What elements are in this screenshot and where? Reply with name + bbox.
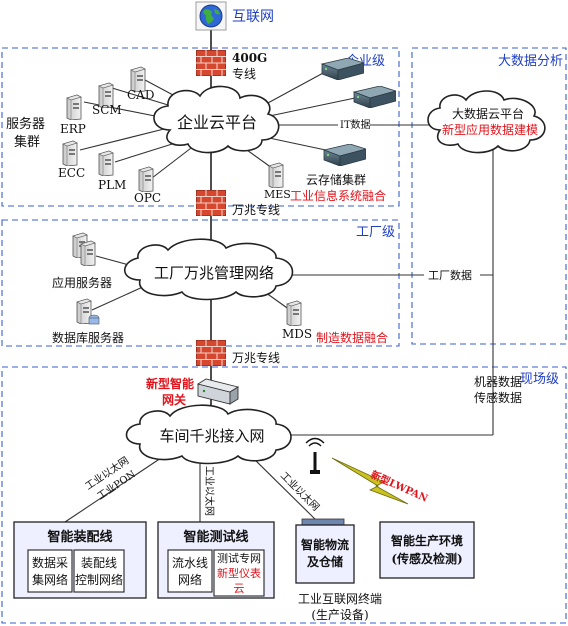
- cloud-storage-label: 云存储集群: [306, 172, 366, 187]
- firewall-icon: [196, 340, 226, 366]
- wire-label-ethernet-2: 工业以太网: [203, 466, 216, 516]
- rack-server-icon: [321, 58, 364, 80]
- assembly-box-data-line1: 数据采: [32, 555, 68, 570]
- factory-cloud-label: 工厂万兆管理网络: [154, 264, 274, 282]
- bigdata-zone: [411, 47, 567, 345]
- field-level-label: 现场级: [520, 372, 559, 387]
- gateway-label-2: 网关: [162, 392, 186, 407]
- enterprise-cloud: 企业云平台: [153, 85, 280, 154]
- server-group-label-1: 服务器: [6, 116, 45, 132]
- test-line-panel: 智能测试线 流水线 网络 测试专网 新型仪表 云: [157, 521, 275, 599]
- sensor-data-label: 传感数据: [474, 390, 522, 405]
- wire-assembly: [64, 451, 171, 523]
- logistics-label-1: 智能物流: [300, 537, 349, 552]
- workshop-cloud-label: 车间千兆接入网: [159, 427, 264, 445]
- gateway-label-1: 新型智能: [146, 376, 194, 391]
- server-icon: [268, 162, 284, 188]
- rack-server-icon: [323, 144, 366, 166]
- spoke-ecc: [79, 127, 169, 151]
- server-icon: [286, 300, 302, 326]
- test-box-network-line1: 测试专网: [217, 551, 261, 565]
- test-line-title: 智能测试线: [183, 529, 248, 545]
- assembly-line-title: 智能装配线: [47, 529, 112, 545]
- factory-level-label: 工厂级: [356, 225, 395, 240]
- enterprise-fusion-label: 工业信息系统融合: [290, 188, 386, 203]
- assembly-box-control-line1: 装配线: [81, 556, 117, 570]
- server-icon: [138, 166, 154, 192]
- machine-data-label: 机器数据: [474, 374, 522, 389]
- test-box-network: [213, 549, 265, 597]
- wire-label-ethernet-3: 工业以太网: [278, 469, 323, 514]
- db-server-label: 数据库服务器: [52, 330, 124, 345]
- factory-cloud: 工厂万兆管理网络: [123, 238, 294, 301]
- test-box-network-line3: 云: [234, 582, 245, 595]
- environment-panel: 智能生产环境 (传感及检测): [379, 521, 475, 579]
- app-server-label: 应用服务器: [52, 275, 112, 290]
- environment-label-2: (传感及检测): [391, 551, 462, 566]
- spoke-opc: [151, 144, 196, 179]
- db-server-icon: [76, 298, 100, 325]
- server-label-opc: OPC: [134, 191, 161, 205]
- test-box-network-line2: 新型仪表: [217, 566, 261, 580]
- bigdata-cloud: 大数据云平台 新型应用数据建模: [427, 90, 546, 154]
- spoke-storage-2: [259, 97, 356, 119]
- bigdata-modeling-label: 新型应用数据建模: [442, 122, 538, 137]
- factory-data-label: 工厂数据: [428, 268, 472, 282]
- lightning-icon: [331, 457, 409, 505]
- test-box-pipeline-line1: 流水线: [172, 556, 208, 570]
- assembly-line-panel: 智能装配线 数据采 集网络 装配线 控制网络: [13, 521, 147, 599]
- server-label-cad: CAD: [127, 88, 154, 102]
- server-label-erp: ERP: [60, 122, 86, 136]
- globe-icon: [195, 1, 227, 31]
- it-data-bg: [338, 117, 370, 131]
- terminal-label-2: (生产设备): [311, 608, 368, 622]
- server-label-ecc: ECC: [58, 166, 85, 180]
- bigdata-level-label: 大数据分析: [498, 54, 563, 69]
- assembly-box-control-line2: 控制网络: [75, 572, 123, 587]
- mds-label: MDS: [282, 327, 312, 341]
- workshop-cloud: 车间千兆接入网: [125, 404, 292, 465]
- spoke-scm: [111, 87, 179, 109]
- server-group-label-2: 集群: [14, 134, 40, 150]
- spoke-erp: [83, 101, 166, 119]
- terminal-label-1: 工业互联网终端: [298, 591, 382, 606]
- rack-server-icon: [353, 86, 396, 108]
- router-icon: [196, 378, 240, 405]
- server-icon: [66, 94, 82, 120]
- test-box-pipeline: [167, 549, 213, 593]
- antenna-icon: [305, 437, 325, 474]
- assembly-box-control: [73, 549, 125, 593]
- field-zone: [1, 366, 567, 624]
- server-label-scm: SCM: [92, 103, 122, 117]
- logistics-label-2: 及仓储: [307, 554, 343, 569]
- environment-label-1: 智能生产环境: [390, 533, 463, 548]
- factory-data-bg: [424, 268, 480, 282]
- assembly-box-data: [27, 549, 73, 593]
- link-400g-sub: 专线: [232, 66, 256, 81]
- link-10g-label-1: 万兆专线: [232, 202, 280, 217]
- wire-logistics: [249, 454, 319, 523]
- assembly-box-data-line2: 集网络: [32, 572, 68, 587]
- firewall-icon: [196, 50, 226, 76]
- bigdata-cloud-label: 大数据云平台: [452, 106, 524, 121]
- link-10g-label-2: 万兆专线: [232, 350, 280, 365]
- server-label-plm: PLM: [98, 178, 126, 192]
- internet-label: 互联网: [232, 9, 274, 25]
- logistics-panel: 智能物流 及仓储: [295, 518, 355, 584]
- test-box-pipeline-line2: 网络: [178, 572, 202, 587]
- firewall-icon: [196, 190, 226, 216]
- server-icon: [98, 150, 114, 176]
- enterprise-cloud-label: 企业云平台: [177, 113, 257, 132]
- it-data-label: IT数据: [340, 118, 371, 131]
- server-label-mes: MES: [264, 188, 291, 201]
- app-server-icon: [72, 232, 96, 266]
- spoke-db-server: [91, 285, 146, 311]
- server-icon: [62, 140, 78, 166]
- link-400g-label: 400G: [232, 51, 267, 65]
- factory-fusion-label: 制造数据融合: [316, 330, 388, 345]
